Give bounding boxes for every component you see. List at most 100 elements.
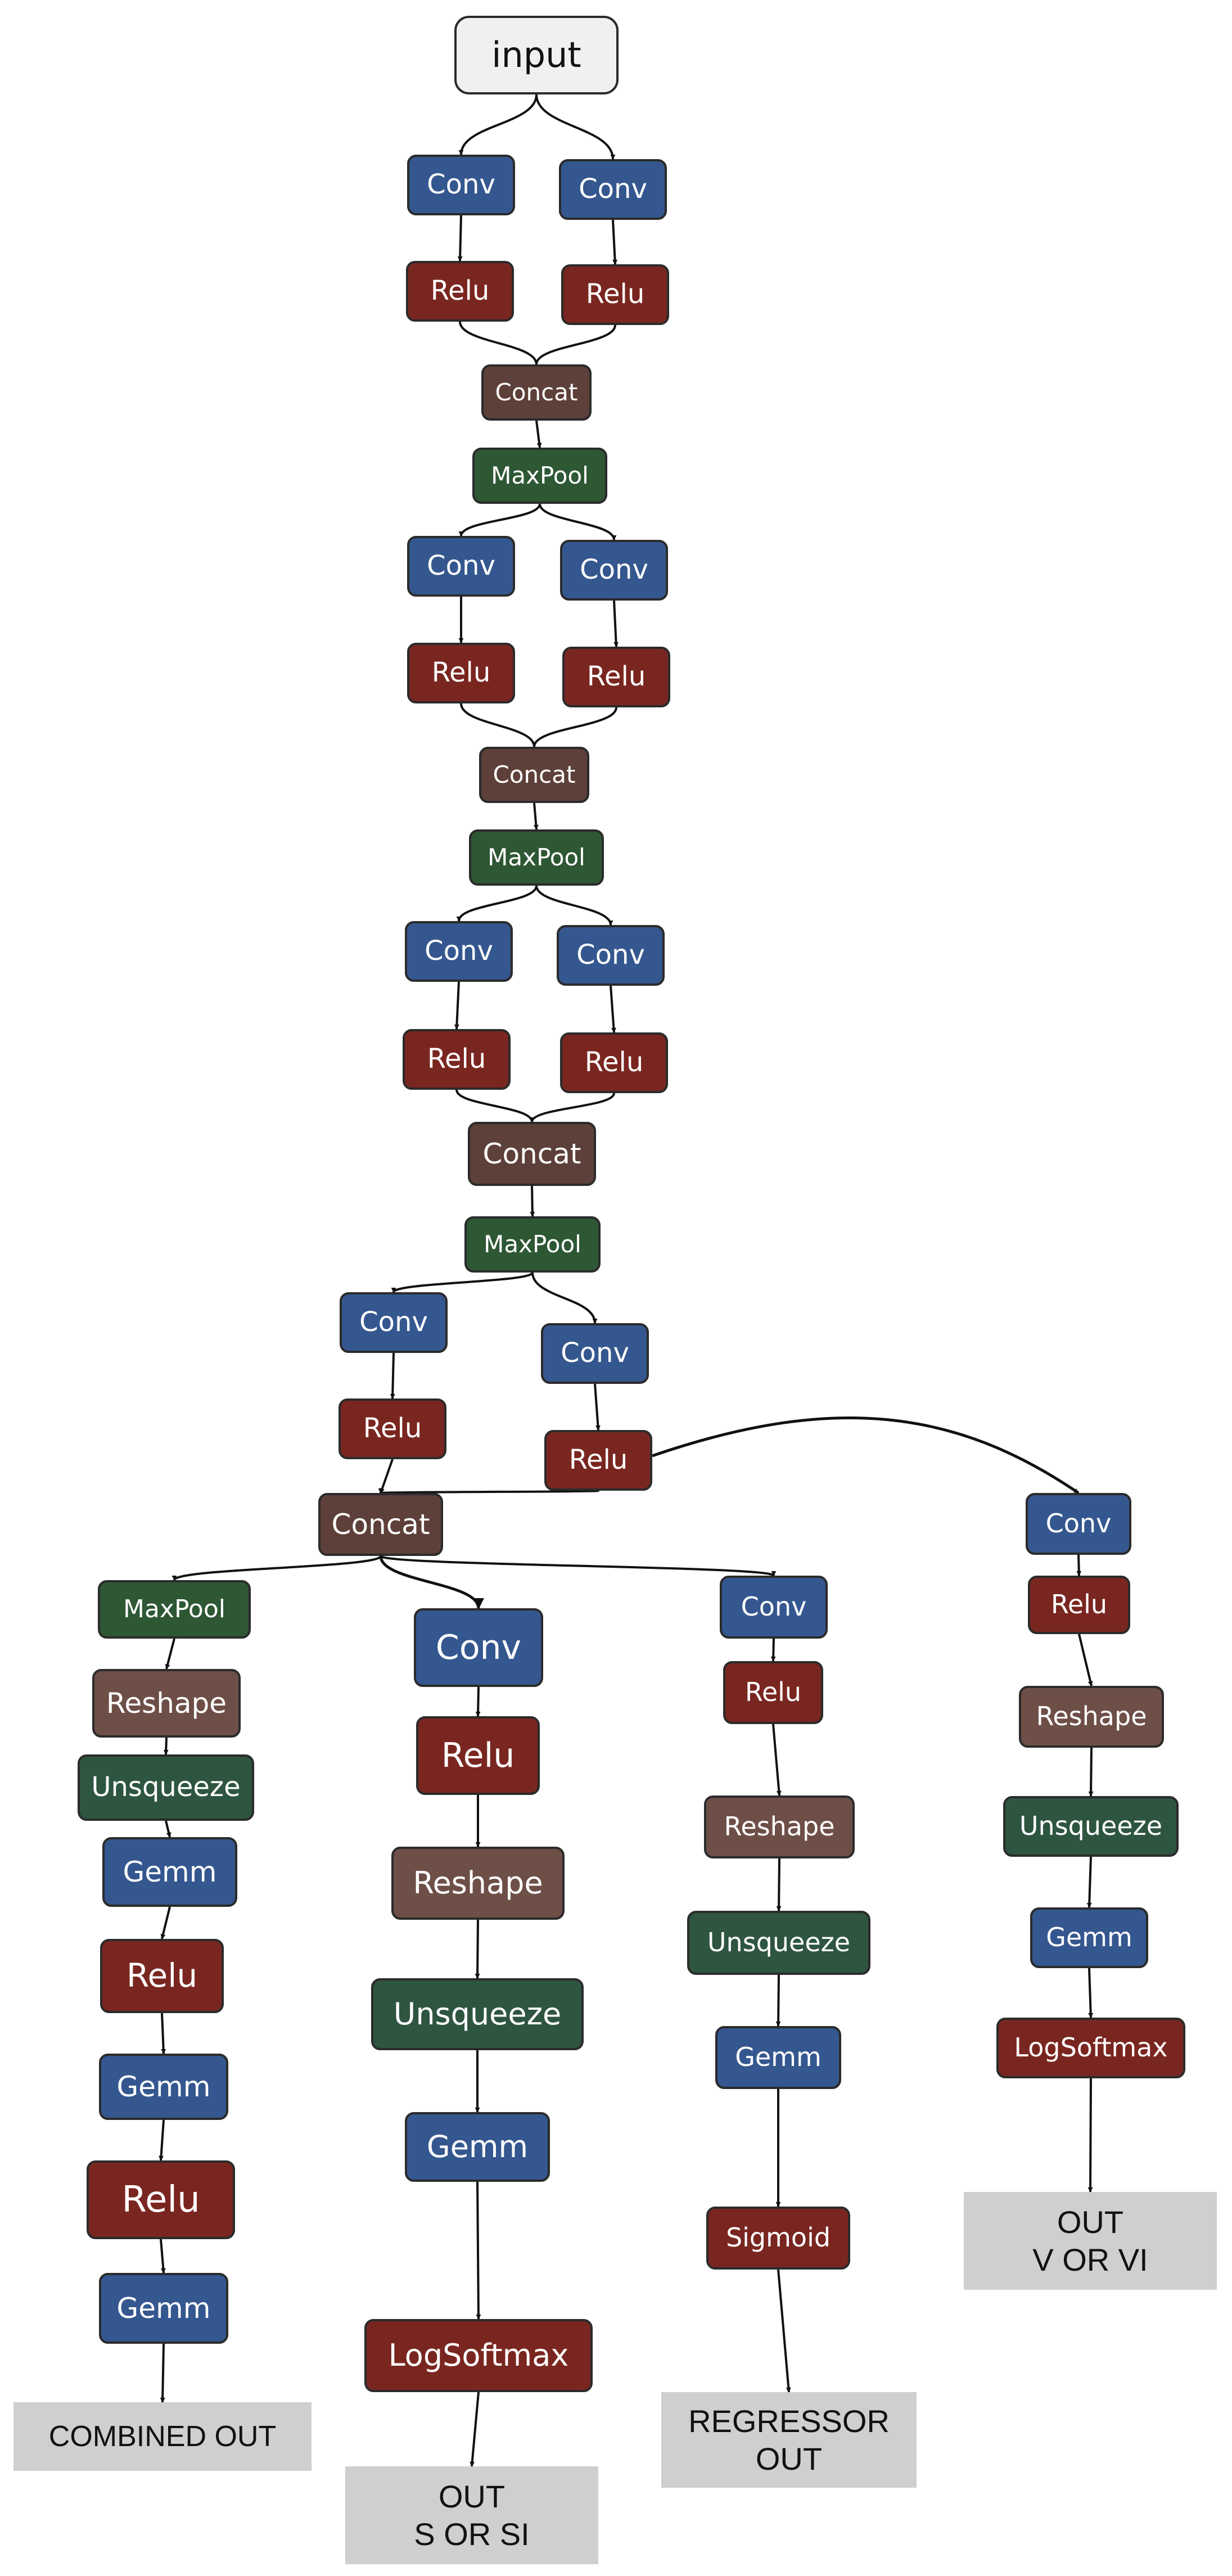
edge-sigmoid3-to-out_regressor xyxy=(777,2269,791,2393)
node-unsqueeze2: Unsqueeze xyxy=(371,1978,584,2050)
edge-relu7-to-reshape4 xyxy=(1078,1634,1093,1686)
node-relu6: Relu xyxy=(723,1661,823,1724)
edge-concat1-to-maxpool1 xyxy=(535,420,542,448)
node-conv6: Conv xyxy=(720,1576,828,1639)
edge-relu4b-to-concat4 xyxy=(379,1488,599,1494)
node-conv2b: Conv xyxy=(560,540,668,601)
node-reshape1: Reshape xyxy=(92,1669,241,1738)
node-input: input xyxy=(454,16,619,94)
edge-conv7-to-relu7 xyxy=(1076,1554,1082,1576)
node-relu2b: Relu xyxy=(562,647,670,707)
edge-maxpool3-to-conv4a xyxy=(391,1271,534,1293)
node-conv3a: Conv xyxy=(405,921,513,982)
node-gemm2: Gemm xyxy=(405,2112,550,2182)
edge-reshape2-to-unsqueeze2 xyxy=(475,1919,480,1979)
edge-gemm1a-to-relu1c xyxy=(160,1906,171,1939)
edge-unsqueeze4-to-gemm4 xyxy=(1086,1856,1092,1908)
edge-concat2-to-maxpool2 xyxy=(533,802,539,830)
node-unsqueeze3: Unsqueeze xyxy=(687,1911,870,1975)
node-reshape2: Reshape xyxy=(391,1847,565,1920)
node-unsqueeze1: Unsqueeze xyxy=(78,1754,254,1821)
node-relu4a: Relu xyxy=(339,1398,446,1459)
edge-logsoftmax4-to-out_v xyxy=(1087,2078,1093,2192)
node-logsoftmax2: LogSoftmax xyxy=(364,2319,593,2392)
edge-relu6-to-reshape3 xyxy=(772,1724,782,1796)
node-out_v: OUT V OR VI xyxy=(964,2192,1217,2290)
edge-concat4-to-conv5 xyxy=(379,1555,484,1609)
node-conv2a: Conv xyxy=(407,536,515,597)
node-reshape4: Reshape xyxy=(1019,1686,1164,1748)
edge-relu4a-to-concat4 xyxy=(380,1459,394,1494)
edge-relu1b-to-concat1 xyxy=(534,324,616,365)
node-gemm4: Gemm xyxy=(1030,1907,1148,1968)
node-relu3b: Relu xyxy=(560,1032,668,1093)
edge-conv6-to-relu6 xyxy=(770,1638,776,1662)
node-concat4: Concat xyxy=(318,1493,443,1556)
edge-conv3b-to-relu3b xyxy=(610,985,616,1033)
node-relu1b: Relu xyxy=(561,264,669,325)
edge-conv3a-to-relu3a xyxy=(454,981,460,1030)
edge-conv1a-to-relu1a xyxy=(457,215,463,261)
node-out_s: OUT S OR SI xyxy=(345,2466,598,2564)
node-conv1b: Conv xyxy=(559,159,667,220)
node-conv4a: Conv xyxy=(340,1292,448,1353)
node-conv4b: Conv xyxy=(541,1323,649,1384)
node-logsoftmax4: LogSoftmax xyxy=(996,2018,1185,2078)
node-conv5: Conv xyxy=(414,1608,543,1687)
edge-unsqueeze3-to-gemm3 xyxy=(775,1974,781,2027)
node-maxpool3: MaxPool xyxy=(464,1216,601,1273)
edge-conv2b-to-relu2b xyxy=(613,600,619,647)
edge-maxpool1-to-conv2b xyxy=(539,503,617,540)
edge-conv5-to-relu5 xyxy=(475,1686,481,1717)
node-relu7: Relu xyxy=(1028,1576,1130,1634)
edge-conv4b-to-relu4b xyxy=(594,1383,601,1431)
edge-maxpool2-to-conv3a xyxy=(456,885,538,922)
node-gemm3: Gemm xyxy=(715,2026,841,2089)
edge-gemm2-to-logsoftmax2 xyxy=(476,2181,481,2320)
edge-input-to-conv1a xyxy=(458,94,538,155)
edge-concat4-to-maxpool5 xyxy=(172,1555,382,1581)
edge-maxpool2-to-conv3b xyxy=(535,885,613,926)
node-relu4b: Relu xyxy=(544,1430,652,1491)
node-gemm1a: Gemm xyxy=(102,1837,237,1907)
node-reshape3: Reshape xyxy=(704,1795,855,1858)
node-relu1a: Relu xyxy=(406,261,514,322)
node-maxpool2: MaxPool xyxy=(469,829,604,886)
edge-gemm1b-to-relu1d xyxy=(159,2119,165,2161)
edge-unsqueeze1-to-gemm1a xyxy=(165,1820,172,1838)
edges-layer xyxy=(159,94,1094,2467)
node-relu1c: Relu xyxy=(100,1939,224,2013)
edge-logsoftmax2-to-out_s xyxy=(470,2392,480,2467)
node-maxpool5: MaxPool xyxy=(98,1580,251,1639)
edge-relu1c-to-gemm1b xyxy=(161,2013,166,2054)
edge-input-to-conv1b xyxy=(535,94,616,160)
node-concat2: Concat xyxy=(479,747,589,803)
node-concat3: Concat xyxy=(468,1122,596,1186)
edge-maxpool3-to-conv4b xyxy=(531,1272,598,1324)
node-gemm1b: Gemm xyxy=(99,2054,228,2120)
edge-relu3a-to-concat3 xyxy=(455,1089,535,1122)
edge-relu4b-to-conv7 xyxy=(652,1416,1080,1495)
edge-gemm4-to-logsoftmax4 xyxy=(1088,1968,1094,2018)
node-conv7: Conv xyxy=(1026,1493,1131,1555)
node-relu5: Relu xyxy=(416,1716,540,1795)
node-relu3a: Relu xyxy=(403,1029,511,1090)
edge-conv4a-to-relu4a xyxy=(390,1352,395,1399)
node-conv1a: Conv xyxy=(407,155,515,215)
edge-gemm1c-to-out_combined xyxy=(160,2343,165,2403)
edge-relu1d-to-gemm1c xyxy=(160,2239,166,2273)
edge-conv1b-to-relu1b xyxy=(612,219,618,265)
node-unsqueeze4: Unsqueeze xyxy=(1003,1796,1179,1857)
edge-concat4-to-conv6 xyxy=(380,1555,777,1577)
node-out_regressor: REGRESSOR OUT xyxy=(661,2392,917,2488)
node-concat1: Concat xyxy=(481,364,592,421)
edge-maxpool5-to-reshape1 xyxy=(165,1638,175,1670)
edge-relu1a-to-concat1 xyxy=(459,321,539,365)
node-maxpool1: MaxPool xyxy=(472,448,607,504)
node-out_combined: COMBINED OUT xyxy=(13,2402,312,2471)
edge-maxpool1-to-conv2a xyxy=(458,503,541,536)
node-sigmoid3: Sigmoid xyxy=(706,2207,850,2270)
node-gemm1c: Gemm xyxy=(99,2273,228,2344)
